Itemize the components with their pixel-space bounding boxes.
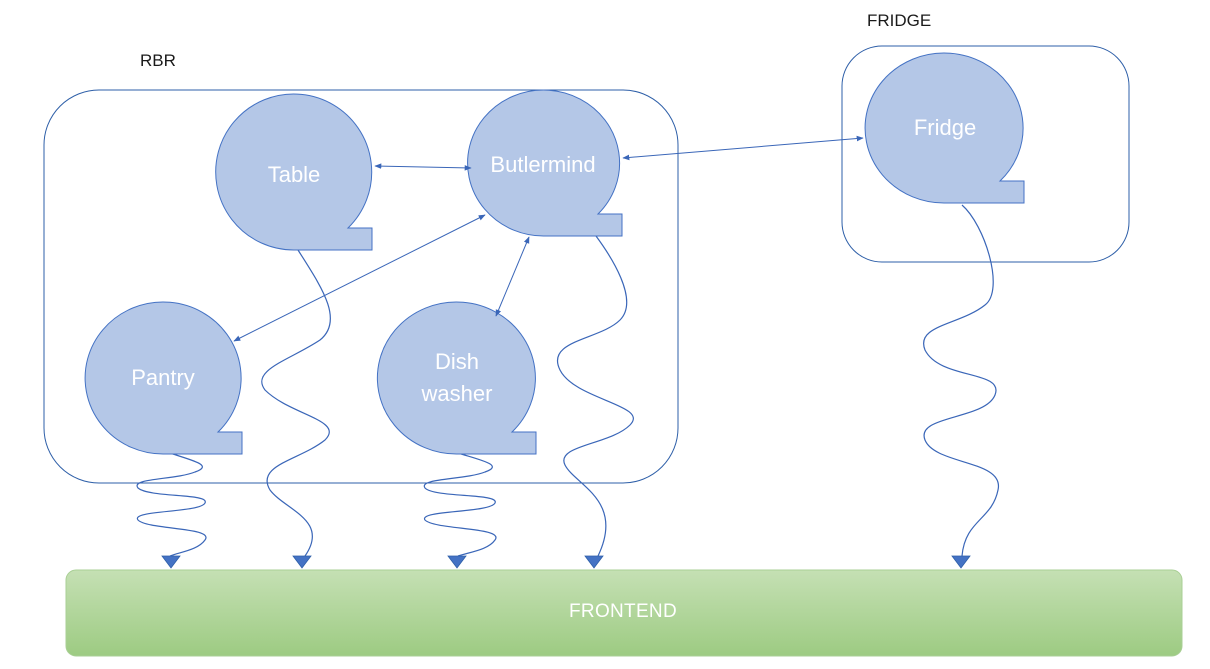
node-fridge-label: Fridge [913, 115, 977, 140]
rbr-group-label: RBR [140, 51, 176, 70]
wave-fridge-to-frontend [922, 204, 999, 557]
node-table-label: Table [267, 162, 321, 187]
node-fridge-shape[interactable] [864, 52, 1025, 204]
frontend-bar[interactable] [65, 569, 1183, 657]
arrowhead-dishwasher [447, 555, 467, 569]
wave-butlermind-to-frontend [556, 235, 634, 557]
node-butlermind-shape[interactable] [467, 89, 623, 237]
arrowhead-table [292, 555, 312, 569]
wave-table-to-frontend [261, 249, 331, 557]
arrowhead-fridge [951, 555, 971, 569]
frontend-label: FRONTEND [569, 601, 677, 622]
arrow-table-butlermind [374, 163, 472, 171]
node-butlermind-label: Butlermind [490, 152, 596, 177]
arrow-butlermind-pantry [233, 214, 486, 342]
arrow-butlermind-fridge [622, 135, 864, 161]
node-pantry-shape[interactable] [84, 301, 243, 455]
fridge-group-label: FRIDGE [867, 11, 932, 30]
rbr-group-box [43, 89, 679, 484]
arrowhead-butlermind [584, 555, 604, 569]
node-dishwasher-label: Dish washer [421, 349, 493, 406]
arrow-butlermind-dishwasher [495, 236, 530, 317]
arrowhead-pantry [161, 555, 181, 569]
wave-pantry-to-frontend [136, 452, 207, 557]
node-pantry-label: Pantry [131, 365, 195, 390]
wave-dishwasher-to-frontend [423, 452, 497, 557]
